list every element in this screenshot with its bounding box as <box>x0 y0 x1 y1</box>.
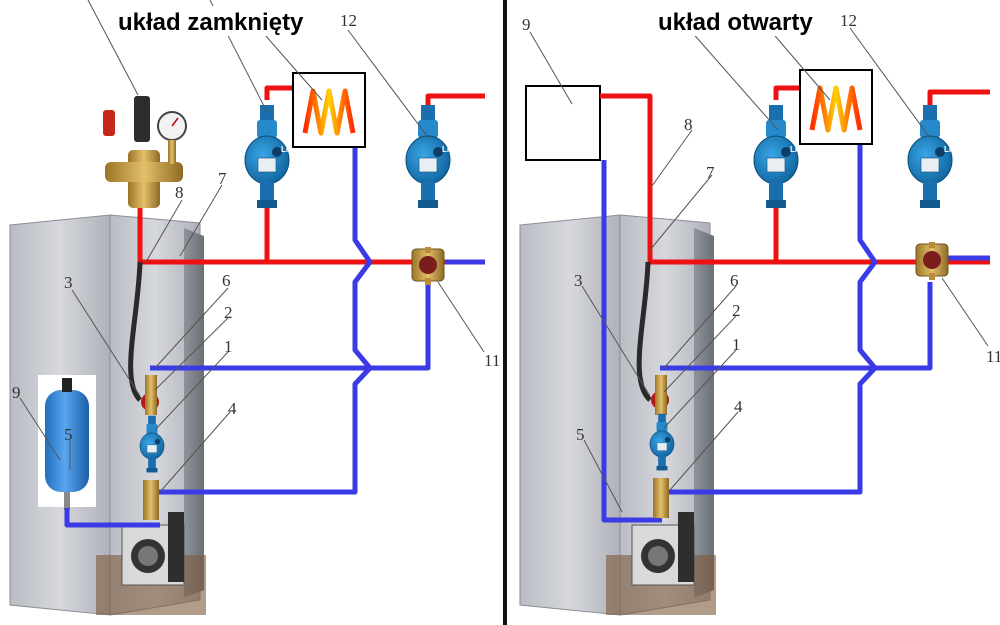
label-2: 2 <box>224 303 233 322</box>
heater-icon <box>800 70 872 144</box>
panel-divider <box>503 0 507 625</box>
mixing-valve-icon <box>411 246 445 286</box>
heater-feed-pipe <box>773 85 808 100</box>
label-3: 3 <box>64 273 73 292</box>
label-12: 12 <box>340 11 357 30</box>
label-7: 7 <box>218 169 227 188</box>
tank-return-pipe <box>601 160 662 523</box>
heater-return-pipe <box>155 130 373 495</box>
label-5: 5 <box>576 425 585 444</box>
label-3: 3 <box>574 271 583 290</box>
open-system-panel: LFP LFP 9 10 10 12 8 7 6 2 1 4 3 5 11 uk… <box>519 6 1000 616</box>
circulation-pump-icon <box>405 104 451 209</box>
pump-brand: LFP <box>790 145 806 154</box>
fitting <box>145 375 157 415</box>
safety-group <box>103 96 187 208</box>
fitting <box>655 375 667 415</box>
panel-title-closed: układ zamknięty <box>118 9 304 36</box>
expansion-vessel <box>38 375 96 510</box>
panel-title-open: układ otwarty <box>658 9 813 36</box>
circulation-pump-icon <box>753 104 799 209</box>
supply-pipe <box>600 93 990 265</box>
open-expansion-tank <box>525 85 601 161</box>
pump-brand: LFP <box>944 145 960 154</box>
label-5: 5 <box>64 425 73 444</box>
closed-system-panel: LFP LFP 10 12 8 7 6 2 1 4 3 5 9 11 <box>9 0 500 616</box>
return-pipe <box>660 282 933 371</box>
label-12: 12 <box>840 11 857 30</box>
boiler-unit <box>519 214 717 616</box>
heater-feed-pipe <box>264 85 300 100</box>
label-9: 9 <box>522 15 531 34</box>
label-6: 6 <box>222 271 231 290</box>
return-pipe <box>150 282 431 371</box>
heater-icon <box>293 73 365 147</box>
label-8: 8 <box>684 115 693 134</box>
label-9: 9 <box>12 383 21 402</box>
label-4: 4 <box>734 397 743 416</box>
fitting <box>653 478 669 518</box>
heater-return-pipe <box>665 130 878 495</box>
mixing-valve-icon <box>915 241 949 281</box>
label-1: 1 <box>732 335 741 354</box>
label-4: 4 <box>228 399 237 418</box>
flex-hose <box>636 261 652 402</box>
fitting <box>143 480 159 520</box>
pump-brand: LFP <box>442 145 458 154</box>
label-11: 11 <box>484 351 500 370</box>
label-6: 6 <box>730 271 739 290</box>
circulation-pump-icon <box>244 104 290 209</box>
label-2: 2 <box>732 301 741 320</box>
circulation-pump-icon <box>907 104 953 209</box>
label-7: 7 <box>706 163 715 182</box>
label-8: 8 <box>175 183 184 202</box>
flex-hose <box>128 261 143 402</box>
label-1: 1 <box>224 337 233 356</box>
pump-brand: LFP <box>281 145 297 154</box>
vessel-pipe <box>64 508 160 528</box>
label-11: 11 <box>986 347 1000 366</box>
